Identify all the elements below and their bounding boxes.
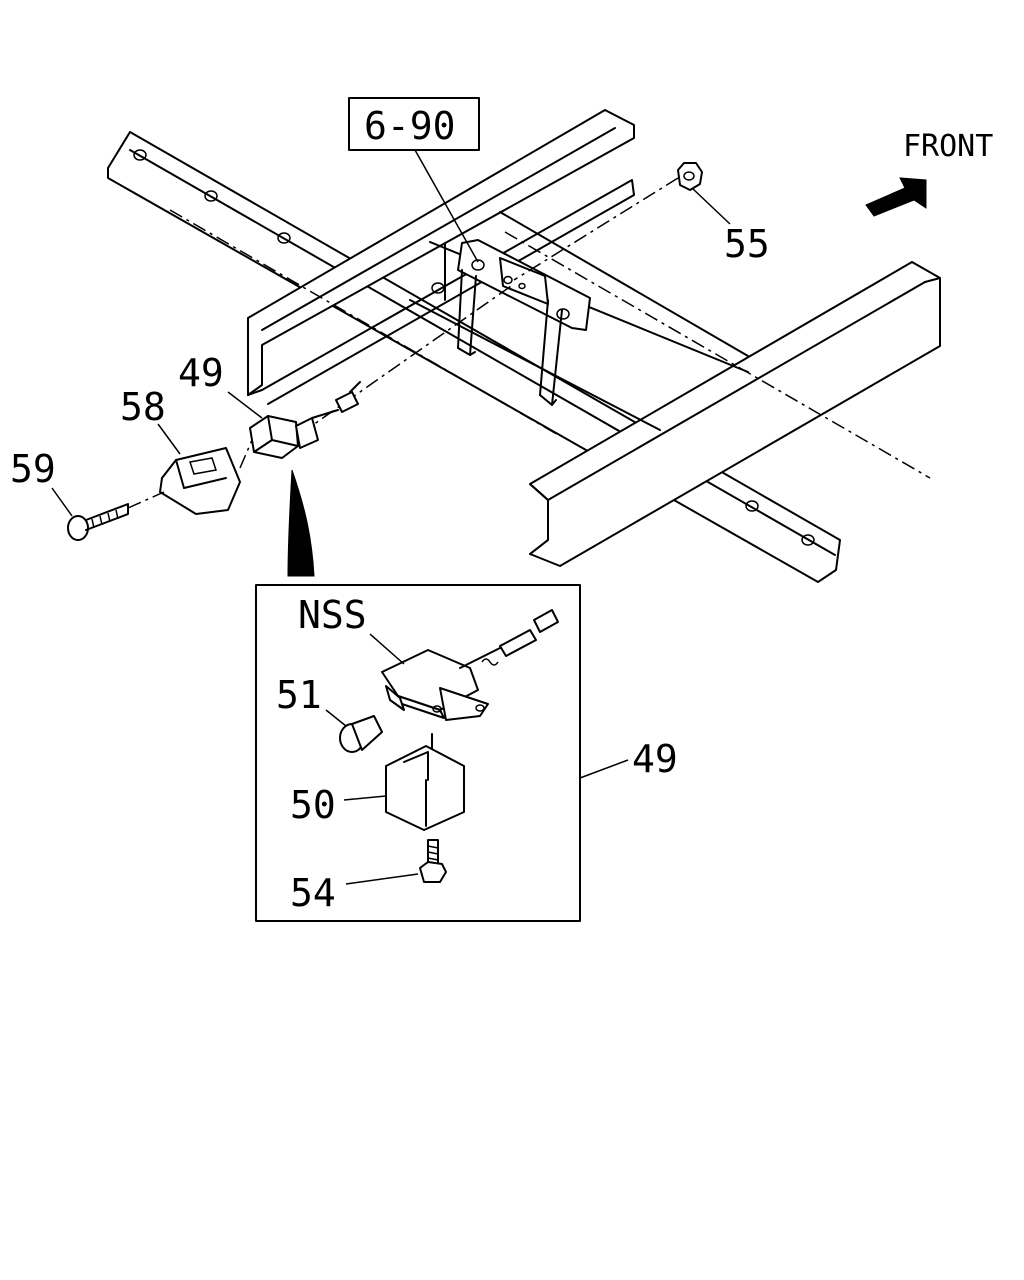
- cover-58: 58: [120, 385, 241, 515]
- bolt-54: 54: [290, 839, 447, 915]
- detail-pointer-icon: [287, 469, 315, 577]
- front-label: FRONT: [903, 129, 993, 164]
- reference-callout: 6-90: [348, 97, 480, 263]
- switch-nss: NSS: [298, 593, 559, 721]
- label-58: 58: [120, 385, 166, 429]
- label-49-top: 49: [178, 351, 224, 395]
- nut-55: 55: [513, 162, 770, 281]
- label-54: 54: [290, 871, 336, 915]
- label-55: 55: [724, 222, 770, 266]
- label-50: 50: [290, 783, 336, 827]
- label-51: 51: [276, 673, 322, 717]
- side-member-right: [529, 261, 941, 567]
- detail-callout-49: 49: [579, 737, 678, 781]
- clip-50: 50: [290, 745, 465, 831]
- label-59: 59: [10, 447, 56, 491]
- front-indicator: FRONT: [865, 129, 993, 217]
- detail-box: NSS 51 50 54: [255, 584, 581, 922]
- screw-59: 59: [10, 447, 165, 541]
- bulb-51: 51: [276, 673, 383, 753]
- front-arrow-icon: [865, 177, 927, 217]
- centerlines: [169, 209, 931, 479]
- label-49-detail: 49: [632, 737, 678, 781]
- switch-49-assembled: 49: [178, 351, 361, 459]
- bracket-assembly: [457, 239, 591, 406]
- reference-label: 6-90: [364, 104, 456, 148]
- label-nss: NSS: [298, 593, 367, 637]
